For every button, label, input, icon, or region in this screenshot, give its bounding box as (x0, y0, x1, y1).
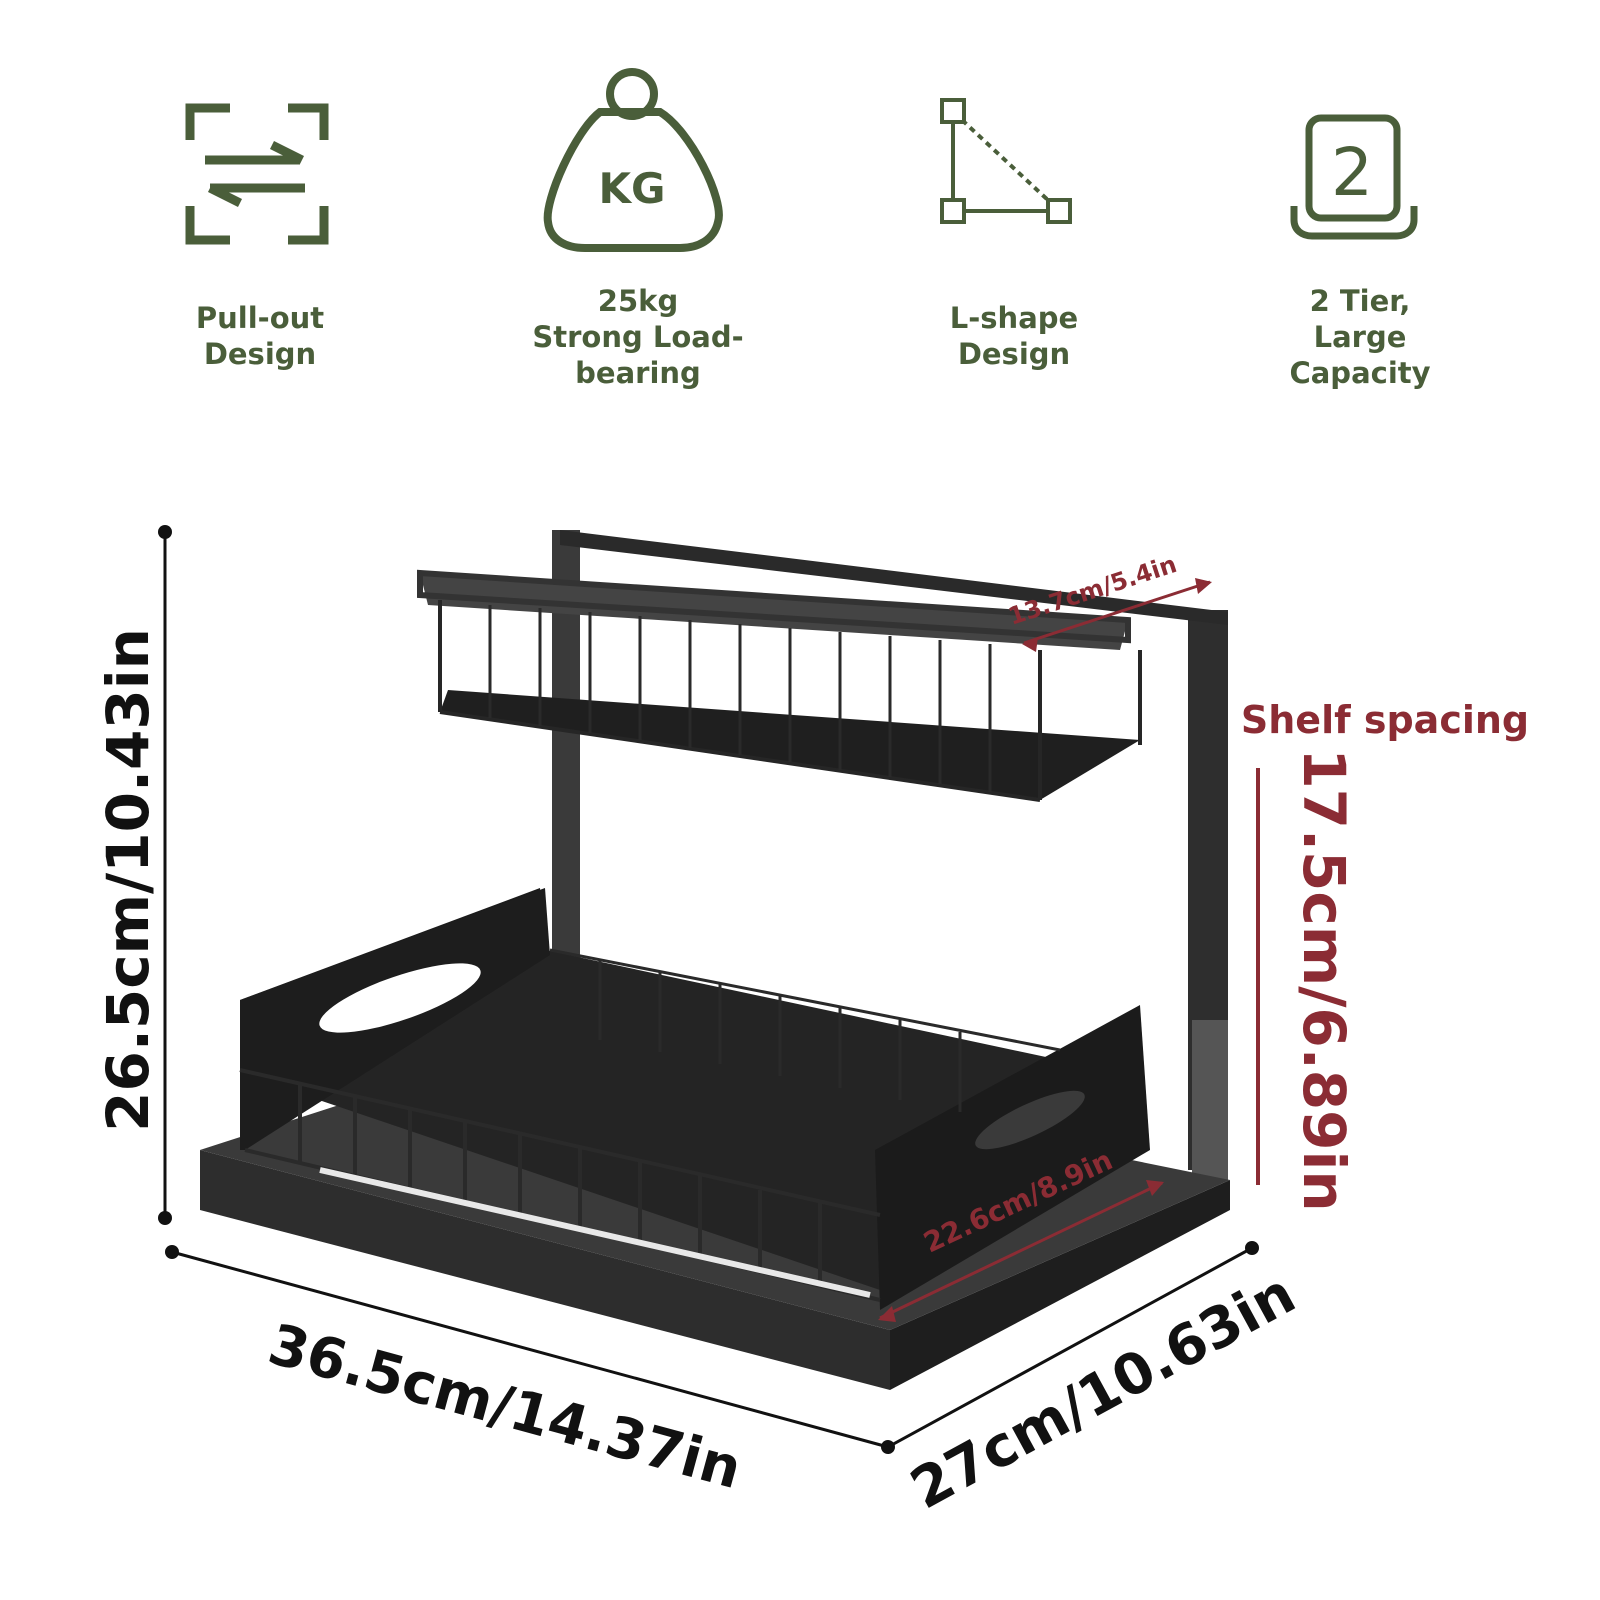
pull-out-arrows-icon (185, 103, 329, 245)
label-line: bearing (575, 356, 701, 390)
shelf-spacing-label: 17.5cm/6.89in (1290, 748, 1358, 1211)
feature-label: 25kg Strong Load- bearing (488, 283, 788, 391)
width-dimension-label: 36.5cm/14.37in (262, 1312, 748, 1502)
feature-load-bearing: 25kg Strong Load- bearing (488, 283, 788, 391)
feature-label: L-shape Design (864, 300, 1164, 372)
label-line: Design (957, 337, 1071, 371)
label-line: Capacity (1289, 356, 1431, 390)
upper-basket-bars (488, 605, 992, 792)
dimension-lines (158, 525, 1260, 1454)
feature-l-shape: L-shape Design (864, 300, 1164, 372)
label-line: Strong Load- (532, 320, 744, 354)
kg-weight-icon: KG (543, 68, 723, 252)
rack-image (200, 530, 1230, 1390)
shelf-spacing-title: Shelf spacing (1241, 698, 1529, 742)
label-line: L-shape (949, 301, 1079, 335)
feature-pull-out: Pull-out Design (110, 300, 410, 372)
two-tier-icon-text: 2 (1331, 134, 1373, 211)
label-line: 25kg (597, 284, 679, 318)
two-tier-icon: 2 (1290, 114, 1418, 240)
height-dimension-label: 26.5cm/10.43in (94, 628, 162, 1132)
label-line: Large (1313, 320, 1407, 354)
label-line: Pull-out (195, 301, 325, 335)
kg-icon-text: KG (598, 164, 665, 213)
l-shape-triangle-icon (940, 98, 1072, 224)
label-line: 2 Tier, (1309, 284, 1411, 318)
feature-label: 2 Tier, Large Capacity (1210, 283, 1510, 391)
feature-two-tier: 2 Tier, Large Capacity (1210, 283, 1510, 391)
feature-label: Pull-out Design (110, 300, 410, 372)
label-line: Design (203, 337, 317, 371)
